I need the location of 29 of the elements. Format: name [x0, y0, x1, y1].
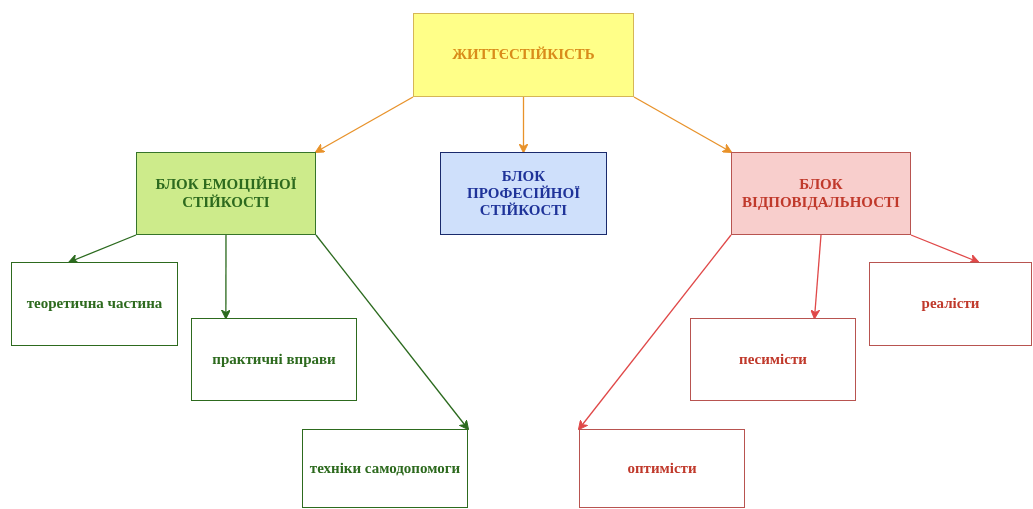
arrow: [315, 234, 469, 431]
arrow: [578, 234, 732, 431]
block-box: [136, 152, 316, 235]
block-box: [440, 152, 607, 235]
item-box: [869, 262, 1032, 346]
node-label: песимісти: [739, 350, 807, 369]
title-box: [413, 13, 634, 97]
node-label: оптимісти: [627, 459, 697, 478]
node-label: БЛОК ЕМОЦІЙНОЇ СТІЙКОСТІ: [154, 176, 298, 211]
item-box: [191, 318, 357, 401]
node-label: реалісти: [921, 295, 980, 313]
node-label: БЛОК ПРОФЕСІЙНОЇ СТІЙКОСТІ: [466, 167, 581, 220]
arrow: [220, 234, 231, 320]
arrow: [314, 96, 414, 153]
node-label: БЛОК ВІДПОВІДАЛЬНОСТІ: [741, 176, 901, 211]
node-label: ЖИТТЄСТІЙКІСТЬ: [452, 46, 595, 64]
arrow: [68, 234, 137, 264]
item-box: [11, 262, 178, 346]
item-box: [690, 318, 856, 401]
node-label: теоретична частина: [26, 295, 163, 313]
arrow: [910, 234, 980, 264]
node-label: техніки самодопомоги: [309, 459, 461, 478]
block-box: [731, 152, 911, 235]
node-label: практичні вправи: [212, 350, 336, 369]
item-box: [579, 429, 745, 508]
item-box: [302, 429, 468, 508]
arrow: [518, 96, 529, 154]
arrow: [633, 96, 733, 153]
arrow: [810, 234, 822, 320]
